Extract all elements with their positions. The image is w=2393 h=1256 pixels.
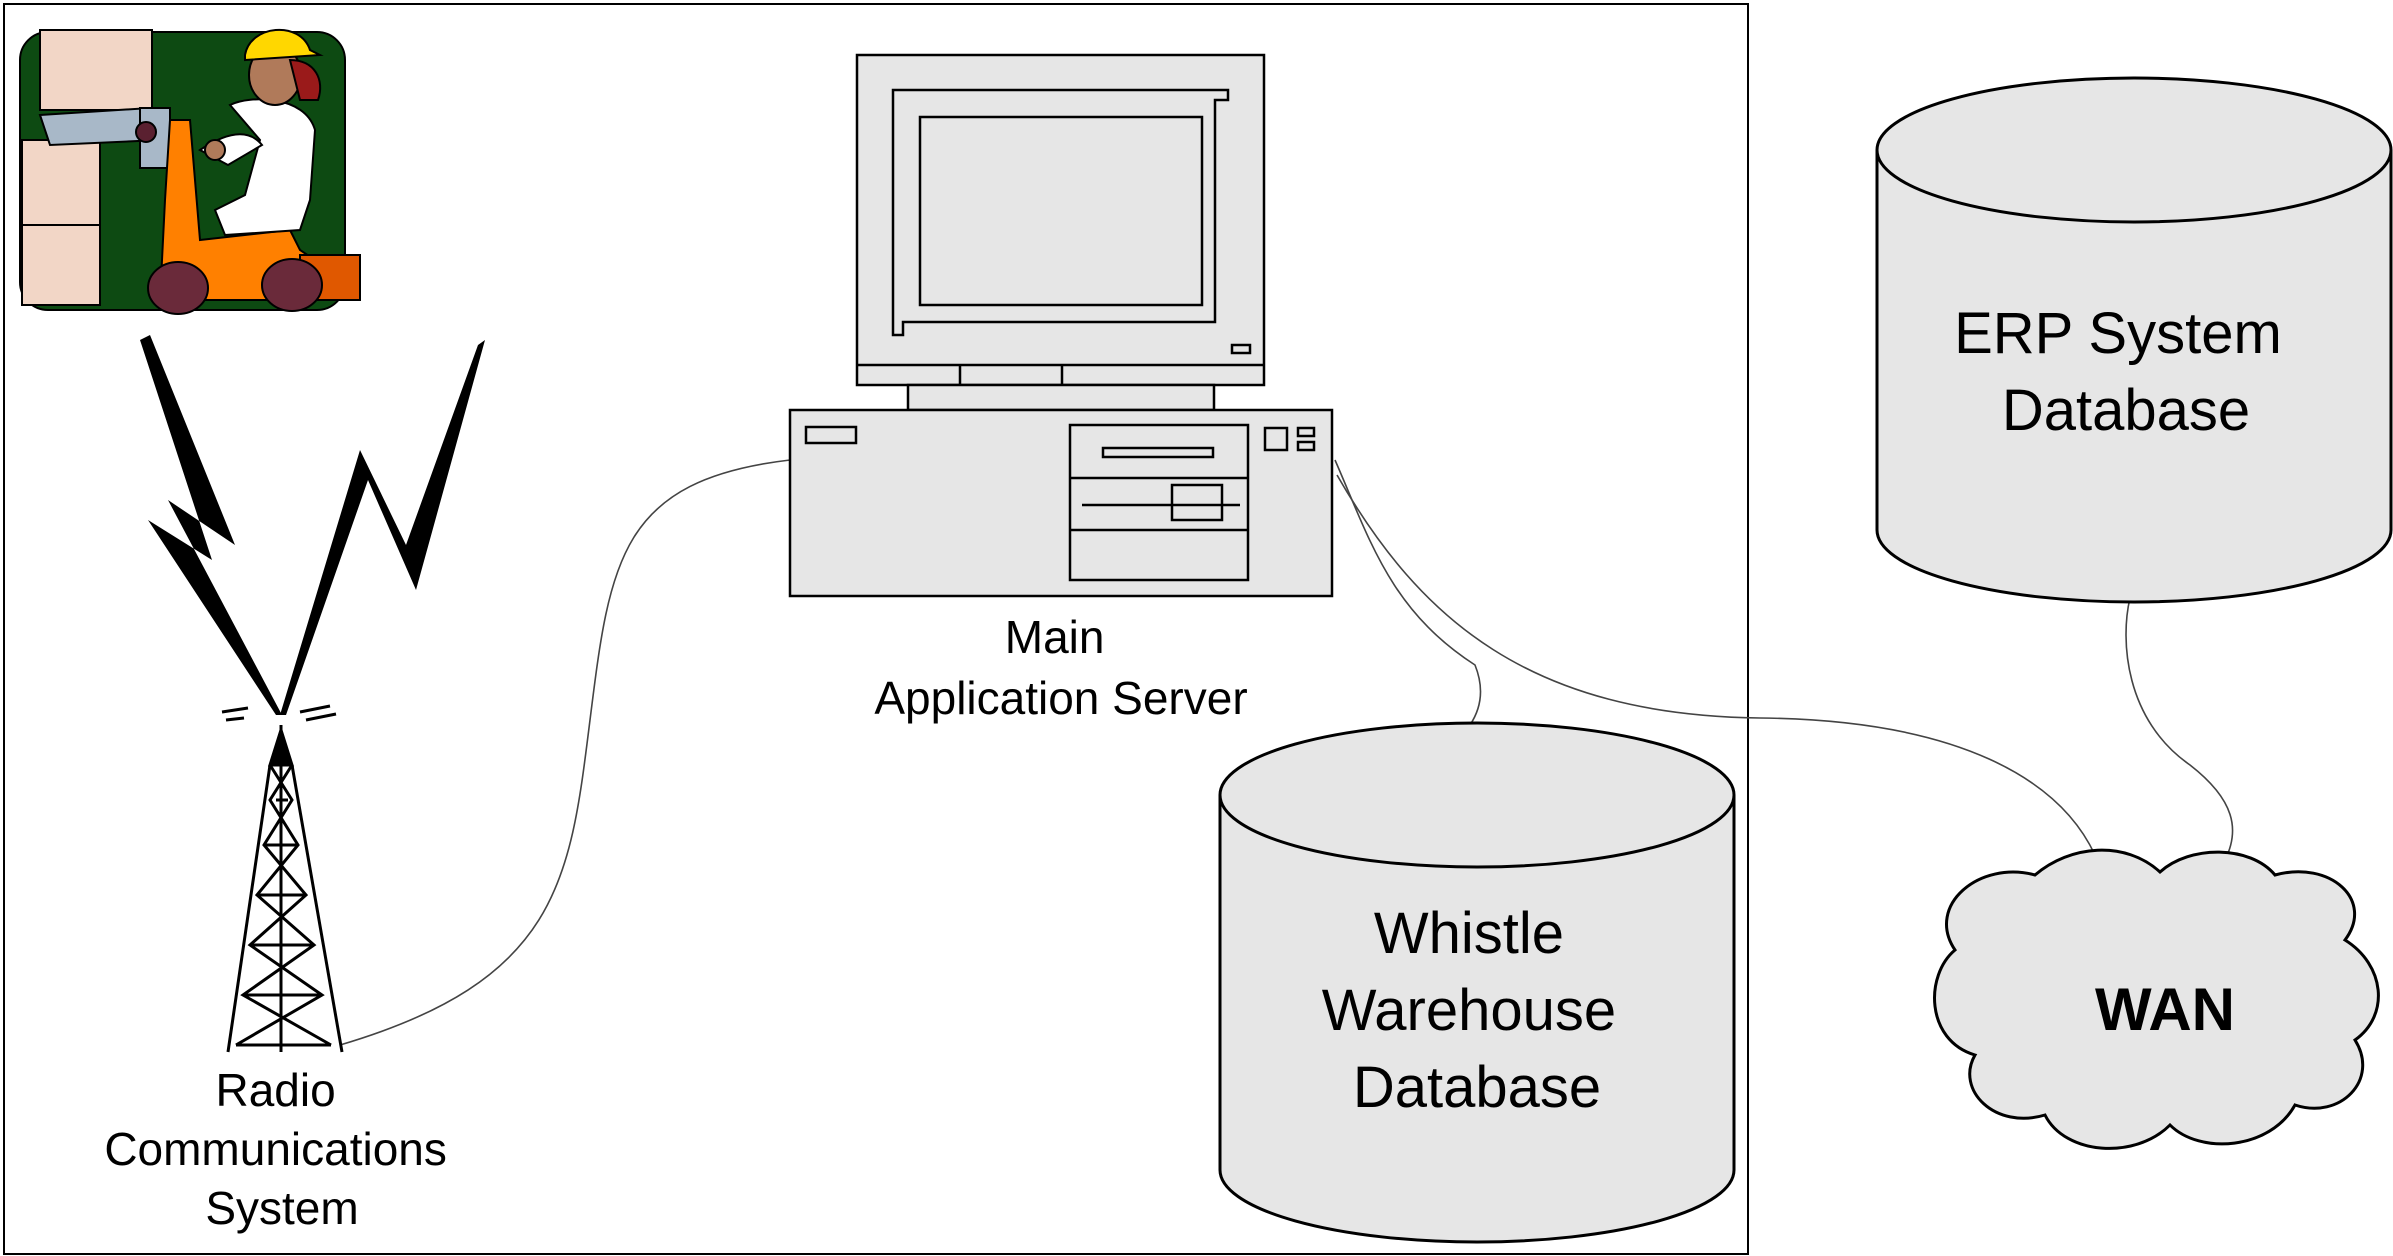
site-boundary [3,3,1749,1255]
forklift-driver-icon [19,28,361,315]
computer-monitor-icon [855,53,1266,412]
whistle-db-label: Whistle Warehouse Database [1322,901,1633,1120]
lightning-bolt-icon [140,335,485,715]
link-radio-server [339,459,791,1046]
server-label-line-1: Main [1005,611,1105,663]
link-server-whistle-db [1334,459,1482,726]
whistle-db-label-line-3: Database [1353,1055,1601,1120]
server-label-line-2: Application Server [874,672,1247,724]
whistle-db-label-line-2: Warehouse [1322,978,1616,1043]
database-cylinder-icon [1218,721,1736,1244]
radio-label-line-1: Radio [216,1064,336,1116]
server-label: Main Application Server [874,611,1247,724]
connections [339,459,2234,1046]
link-server-wan [1336,474,2096,856]
whistle-db-label-line-1: Whistle [1374,901,1564,966]
radio-label: Radio Communications System [104,1064,459,1234]
radio-label-line-2: Communications [104,1123,447,1175]
wan-label: WAN [2095,976,2235,1043]
erp-db-label-line-2: Database [2002,378,2250,443]
radio-tower-icon [221,704,344,1053]
link-erp-wan [2125,597,2234,861]
erp-db-label: ERP System Database [1954,301,2298,443]
database-cylinder-icon [1875,76,2393,604]
erp-db-label-line-1: ERP System [1954,301,2282,366]
cloud-icon [1933,848,2380,1150]
server-case-icon [788,408,1334,598]
radio-label-line-3: System [205,1182,358,1234]
